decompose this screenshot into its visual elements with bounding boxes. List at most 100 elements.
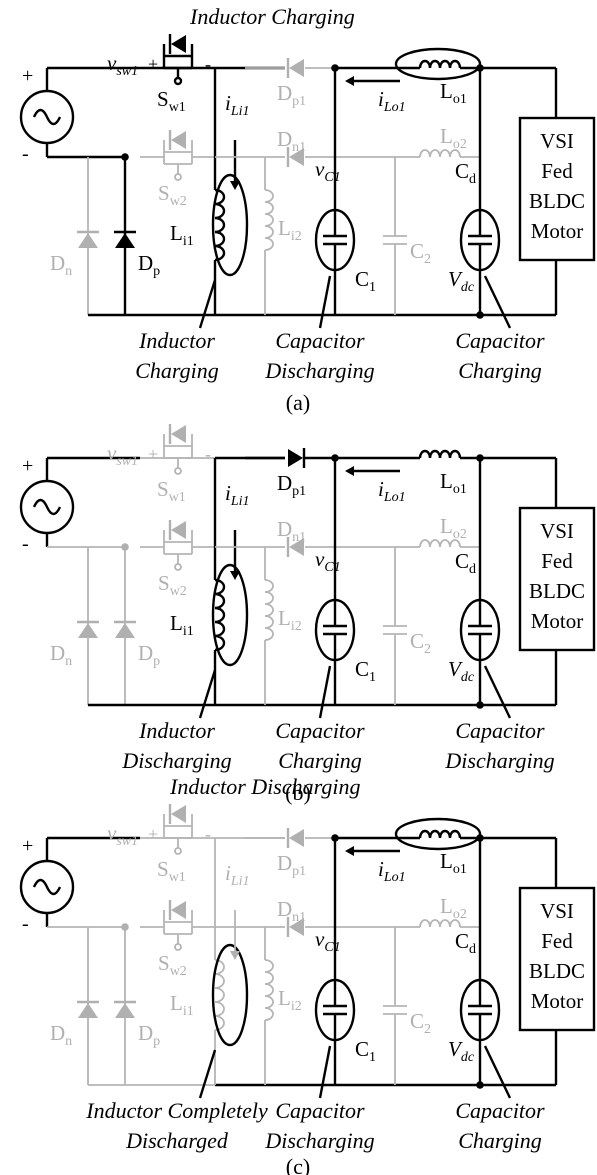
bottom-annotation: Charging	[135, 358, 219, 383]
vsw-minus: -	[205, 54, 211, 74]
motor-box-line: Fed	[541, 929, 573, 953]
c2-label: C2	[410, 239, 431, 267]
junction-dot	[121, 153, 129, 161]
pointer-line	[483, 1045, 512, 1099]
bottom-annotation: Capacitor	[275, 1098, 365, 1123]
bottom-annotation: Charging	[458, 358, 542, 383]
vdc-label: Vdc	[448, 267, 475, 295]
switch-sw2-body-diode	[171, 131, 186, 149]
li1-highlight-ring	[211, 943, 249, 1047]
li1-highlight-ring	[211, 173, 249, 277]
top-annotation: Inductor Charging	[189, 4, 355, 29]
motor-box	[518, 886, 596, 1032]
bottom-annotation: Inductor Completely	[85, 1098, 268, 1123]
sw2-label: Sw2	[158, 181, 187, 209]
diode-dp	[115, 623, 135, 638]
bottom-annotation: Capacitor	[455, 1098, 545, 1123]
inductor-lo1	[418, 829, 462, 839]
bottom-annotation: Capacitor	[275, 328, 365, 353]
panel-caption: (a)	[286, 390, 310, 415]
pointer-line	[198, 279, 217, 329]
motor-box	[518, 506, 596, 652]
dp-label: Dp	[138, 1021, 160, 1049]
c1-label: C1	[355, 1037, 376, 1065]
inductor-lo2	[419, 149, 461, 158]
source-plus: +	[22, 65, 33, 87]
c2-label: C2	[410, 1009, 431, 1037]
ili-label: iLi1	[225, 861, 250, 889]
switch-sw2-gate	[174, 563, 182, 571]
switch-sw1-body-diode	[171, 425, 186, 443]
li1-label: Li1	[170, 611, 194, 639]
motor-box-line: Motor	[531, 219, 584, 243]
diode-dn1	[289, 918, 304, 936]
panel-caption: (b)	[285, 780, 311, 805]
vsw-label: vsw1	[107, 821, 138, 849]
bottom-annotation: Discharging	[444, 748, 554, 773]
dp-label: Dp	[138, 641, 160, 669]
li2-label: Li2	[278, 986, 302, 1014]
diode-dn	[78, 233, 98, 248]
pointer-line	[318, 665, 332, 719]
pointer-line	[483, 665, 512, 719]
junction-dot	[121, 543, 129, 551]
cd-label: Cd	[455, 159, 476, 187]
source-minus: -	[22, 913, 29, 935]
bottom-annotation: Capacitor	[455, 328, 545, 353]
dn-label: Dn	[50, 1021, 72, 1049]
bottom-annotation: Discharged	[125, 1128, 229, 1153]
inductor-li2	[264, 579, 274, 641]
pointer-line	[318, 1045, 332, 1099]
diode-dn1	[289, 148, 304, 166]
lo1-label: Lo1	[440, 849, 467, 877]
sw1-label: Sw1	[157, 87, 186, 115]
motor-box-line: VSI	[540, 129, 574, 153]
ili-label: iLi1	[225, 481, 250, 509]
vsw-label: vsw1	[107, 51, 138, 79]
vc1-label: vC1	[315, 547, 341, 575]
inductor-li2	[264, 189, 274, 251]
inductor-lo1	[418, 449, 462, 459]
junction-dot	[121, 923, 129, 931]
switch-sw1-gate	[174, 847, 182, 855]
ili-label: iLi1	[225, 91, 250, 119]
ilo-label: iLo1	[378, 87, 406, 115]
sw1-label: Sw1	[157, 857, 186, 885]
lo1-label: Lo1	[440, 79, 467, 107]
ilo-label: iLo1	[378, 857, 406, 885]
lo2-label: Lo2	[440, 124, 467, 152]
dp1-label: Dp1	[277, 471, 306, 499]
motor-box-line: BLDC	[529, 189, 585, 213]
li2-label: Li2	[278, 606, 302, 634]
dn1-label: Dn1	[277, 517, 306, 545]
motor-box-line: BLDC	[529, 959, 585, 983]
switch-sw1-gate	[173, 76, 183, 86]
bottom-annotation: Charging	[458, 1128, 542, 1153]
ilo1-arrow-head	[345, 466, 354, 476]
lo2-label: Lo2	[440, 894, 467, 922]
vsw-label: vsw1	[107, 441, 138, 469]
pointer-line	[318, 275, 332, 329]
motor-box-line: VSI	[540, 899, 574, 923]
motor-box-line: BLDC	[529, 579, 585, 603]
dp-label: Dp	[138, 251, 160, 279]
diode-dp1	[289, 829, 304, 847]
switch-sw1-body-diode	[171, 805, 186, 823]
vsw-plus: +	[148, 824, 158, 844]
bottom-annotation: Charging	[278, 748, 362, 773]
switch-sw1-body-diode	[171, 35, 186, 53]
bottom-annotation: Capacitor	[455, 718, 545, 743]
inductor-lo1	[418, 59, 462, 69]
motor-box-line: VSI	[540, 519, 574, 543]
motor-box-line: Motor	[531, 609, 584, 633]
source-plus: +	[22, 835, 33, 857]
ilo1-arrow-head	[345, 846, 354, 856]
c1-label: C1	[355, 267, 376, 295]
vsw-minus: -	[205, 824, 211, 844]
vdc-label: Vdc	[448, 657, 475, 685]
motor-box-line: Fed	[541, 549, 573, 573]
